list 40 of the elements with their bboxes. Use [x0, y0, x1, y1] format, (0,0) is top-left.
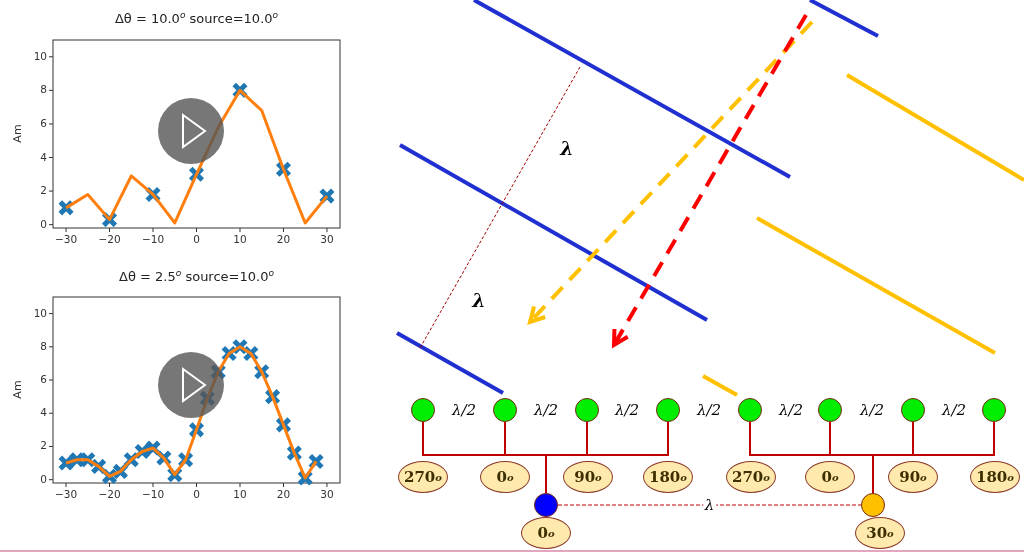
spacing-label: λ/2	[533, 401, 559, 419]
axis-title: Am	[10, 124, 24, 143]
tick-label: −20	[97, 233, 122, 245]
tick-label: 30	[319, 233, 335, 245]
tick-label: 10	[232, 488, 248, 500]
tick-label: 10	[32, 306, 47, 319]
axis-title: Am	[10, 380, 24, 399]
tick-label: 6	[39, 373, 47, 386]
tick-label: 4	[39, 406, 47, 419]
tick-label: 2	[39, 184, 47, 197]
tick-label: 2	[39, 439, 47, 452]
edge-label: λ	[702, 497, 717, 513]
tick-label: 0	[39, 472, 47, 485]
tick-label: −20	[97, 488, 122, 500]
tick-label: 10	[232, 233, 248, 245]
tick-label: 0	[192, 488, 201, 500]
wavelength-label: λ	[472, 289, 486, 311]
wavelength-label: λ	[560, 137, 574, 159]
chart-title: Δθ = 2.5$^{o}$ source=10.0$^{o}$	[119, 268, 274, 285]
tick-label: 20	[275, 488, 292, 500]
spacing-label: λ/2	[859, 401, 885, 419]
tick-label: 10	[32, 49, 47, 62]
tick-label: 0	[39, 217, 47, 230]
tick-label: 8	[39, 83, 47, 96]
spacing-label: λ/2	[941, 401, 967, 419]
spacing-label: λ/2	[778, 401, 804, 419]
tick-label: 20	[275, 233, 292, 245]
tick-label: −10	[140, 488, 166, 500]
tick-label: −10	[140, 233, 166, 245]
tick-label: 8	[39, 339, 47, 352]
spacing-label: λ/2	[451, 401, 477, 419]
tick-label: 4	[39, 150, 47, 163]
tick-label: 0	[192, 233, 201, 245]
tick-label: −30	[53, 488, 79, 500]
tick-label: 6	[39, 116, 47, 129]
spacing-label: λ/2	[614, 401, 640, 419]
tick-label: 30	[319, 488, 335, 500]
tick-label: −30	[53, 233, 79, 245]
chart-title: Δθ = 10.0$^{o}$ source=10.0$^{o}$	[114, 10, 279, 27]
spacing-label: λ/2	[696, 401, 722, 419]
